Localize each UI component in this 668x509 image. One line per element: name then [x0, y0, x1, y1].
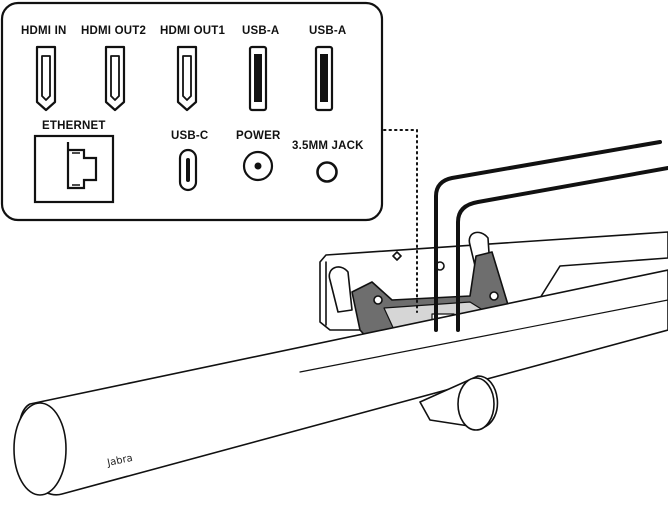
- device-illustration: [13, 140, 668, 496]
- usb-a-port-icon: [248, 45, 268, 112]
- label-usb-c: USB-C: [171, 130, 208, 142]
- hdmi-port-icon: [104, 45, 126, 112]
- cable-2: [456, 166, 668, 332]
- port-callout-panel: HDMI IN HDMI OUT2 HDMI OUT1 USB-A USB-A …: [0, 1, 384, 222]
- support-foot-end: [457, 377, 495, 431]
- ethernet-port-icon: [33, 134, 115, 204]
- hdmi-port-icon: [35, 45, 57, 112]
- brand-logo: Jabra: [105, 453, 133, 469]
- camera-end-cap: [13, 402, 67, 496]
- screw-right: [489, 291, 499, 301]
- leader-line: [383, 129, 418, 313]
- label-ethernet: ETHERNET: [42, 120, 106, 132]
- usb-a-port-icon: [314, 45, 334, 112]
- label-hdmi-out2: HDMI OUT2: [81, 25, 146, 37]
- label-usb-a-1: USB-A: [242, 25, 279, 37]
- hdmi-port-icon: [176, 45, 198, 112]
- usb-c-port-icon: [178, 148, 198, 192]
- label-usb-a-2: USB-A: [309, 25, 346, 37]
- audio-jack-icon: [316, 161, 338, 183]
- label-power: POWER: [236, 130, 281, 142]
- screw-left: [373, 295, 383, 305]
- label-audio-jack: 3.5MM JACK: [292, 140, 364, 152]
- label-hdmi-out1: HDMI OUT1: [160, 25, 225, 37]
- left-clip: [328, 266, 353, 313]
- power-port-icon: [242, 150, 274, 182]
- label-hdmi-in: HDMI IN: [21, 25, 66, 37]
- cable-1: [434, 140, 662, 332]
- camera-body-seam: [299, 299, 668, 373]
- plate-diamond: [392, 251, 402, 261]
